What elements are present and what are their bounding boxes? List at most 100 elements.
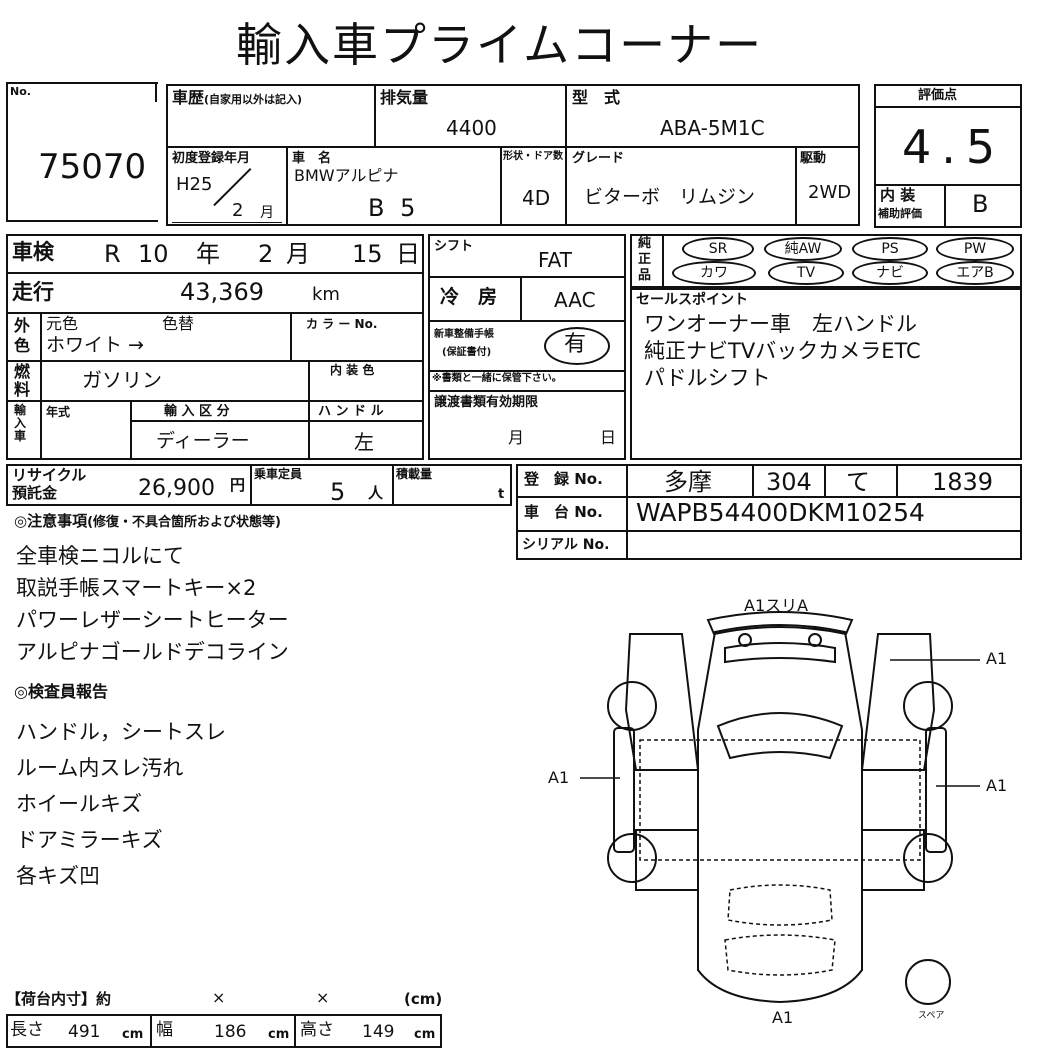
transfer-month-unit: 月 — [508, 428, 525, 447]
model-code-label: 型 式 — [572, 88, 621, 107]
orig-color-label: 元色 — [46, 314, 79, 333]
sales-points-box — [630, 288, 1022, 460]
inspection-era: R — [104, 240, 121, 268]
registration-number: 1839 — [932, 468, 994, 496]
car-model: B 5 — [368, 194, 420, 222]
warranty-label2: (保証書付) — [442, 347, 492, 358]
history-label: 車歴(自家用以外は記入) — [172, 88, 303, 107]
diagram-rear-label: A1 — [772, 1008, 794, 1027]
note-2: 取説手帳スマートキー×2 — [16, 576, 257, 600]
genuine-navi: ナビ — [852, 261, 928, 285]
color-change-label: 色替 — [162, 314, 195, 333]
inspection-day-unit: 日 — [396, 240, 420, 268]
sales-point-3: パドルシフト — [644, 366, 771, 390]
first-reg-month-unit: 月 — [260, 205, 274, 221]
mileage-value: 43,369 — [180, 278, 264, 306]
recycle-box — [6, 464, 512, 506]
ext-color-label1: 外 — [14, 316, 31, 335]
model-code-value: ABA-5M1C — [660, 116, 765, 140]
score-label: 評価点 — [918, 88, 958, 103]
ext-color-value: ホワイト → — [46, 334, 144, 356]
inspector-1: ハンドル，シートスレ — [16, 720, 226, 744]
note-1: 全車検ニコルにて — [16, 544, 184, 568]
fuel-label2: 料 — [14, 380, 31, 399]
vehicle-grid — [6, 234, 424, 460]
note-4: アルピナゴールドデコライン — [16, 640, 289, 664]
first-reg-month: 2 — [232, 200, 244, 221]
inspector-3: ホイールキズ — [16, 792, 142, 816]
cargo-unit: (cm) — [404, 990, 443, 1008]
ac-label: 冷 房 — [440, 286, 498, 308]
inspection-label: 車検 — [12, 240, 54, 264]
load-label: 積載量 — [396, 467, 433, 481]
warranty-oval — [544, 327, 610, 365]
body-value: 4D — [522, 186, 551, 210]
transfer-day-unit: 日 — [600, 428, 617, 447]
diagram-top-label: A1スリA — [744, 596, 809, 615]
inspector-4: ドアミラーキズ — [16, 828, 163, 852]
cargo-height-label: 高さ — [300, 1020, 334, 1040]
transfer-label: 譲渡書類有効期限 — [434, 395, 539, 410]
genuine-ps: PS — [852, 237, 928, 261]
recycle-label1: リサイクル — [12, 466, 87, 484]
drive-value: 2WD — [808, 182, 852, 203]
genuine-tv: TV — [768, 261, 844, 285]
registration-label: 登 録 No. — [524, 470, 603, 488]
recycle-unit: 円 — [230, 476, 246, 494]
lot-label: No. — [10, 85, 31, 98]
import-label: 輸入車 — [14, 403, 27, 443]
cargo-grid — [6, 1014, 442, 1048]
cargo-width-cm: cm — [268, 1027, 290, 1042]
capacity-label: 乗車定員 — [254, 467, 303, 481]
interior-score-label: 内 装 — [880, 186, 916, 204]
cargo-length-cm: cm — [122, 1027, 144, 1042]
cargo-x2: × — [316, 988, 330, 1007]
score-value: 4.5 — [902, 120, 1006, 174]
inspector-2: ルーム内スレ汚れ — [16, 756, 184, 780]
note-3: パワーレザーシートヒーター — [16, 608, 289, 632]
registration-kana: て — [846, 468, 870, 496]
inspection-year: 10 — [138, 240, 169, 268]
car-damage-diagram — [580, 611, 980, 1005]
registration-region: 多摩 — [664, 468, 712, 496]
diagram-spare-label: スペア — [918, 1011, 945, 1021]
genuine-box — [630, 234, 1022, 288]
import-class-value: ディーラー — [156, 430, 250, 452]
cargo-x1: × — [212, 988, 226, 1007]
interior-score-sub: 補助評価 — [878, 207, 922, 220]
color-code-label: カ ラ ー No. — [306, 317, 378, 331]
sales-points-label: セールスポイント — [636, 292, 748, 308]
handle-value: 左 — [354, 430, 374, 454]
capacity-value: 5 — [330, 478, 346, 506]
cargo-length-label: 長さ — [10, 1020, 44, 1040]
page-title: 輸入車プライムコーナー — [236, 18, 764, 72]
diagram-right-side-label: A1 — [986, 776, 1008, 795]
genuine-leather: カワ — [672, 261, 756, 285]
mileage-label: 走行 — [12, 280, 54, 304]
first-reg-year: H25 — [176, 174, 213, 195]
load-unit: t — [498, 487, 505, 502]
warranty-note: ※書類と一緒に保管下さい。 — [432, 373, 562, 384]
car-maker: BMWアルピナ — [294, 166, 399, 185]
handle-label: ハ ン ド ル — [318, 404, 384, 419]
fuel-value: ガソリン — [82, 368, 162, 392]
inspection-month-unit: 月 — [286, 240, 310, 268]
chassis-value: WAPB54400DKM10254 — [636, 498, 925, 527]
serial-label: シリアル No. — [522, 537, 610, 553]
header-grid — [166, 84, 860, 226]
displacement-label: 排気量 — [380, 88, 429, 107]
notes-label: ◎注意事項(修復・不具合箇所および状態等) — [14, 512, 281, 530]
genuine-airbag: エアB — [936, 261, 1014, 285]
inspection-month: 2 — [258, 240, 274, 268]
inspection-year-unit: 年 — [196, 240, 220, 268]
lot-number: 75070 — [38, 147, 147, 187]
interior-score-value: B — [972, 190, 989, 218]
chassis-label: 車 台 No. — [524, 503, 603, 521]
capacity-unit: 人 — [368, 484, 384, 502]
cargo-height: 149 — [362, 1022, 395, 1042]
fuel-label1: 燃 — [14, 362, 31, 381]
score-box — [874, 84, 1022, 228]
car-name-label: 車 名 — [292, 151, 332, 166]
cargo-width-label: 幅 — [156, 1020, 173, 1040]
cargo-width: 186 — [214, 1022, 247, 1042]
